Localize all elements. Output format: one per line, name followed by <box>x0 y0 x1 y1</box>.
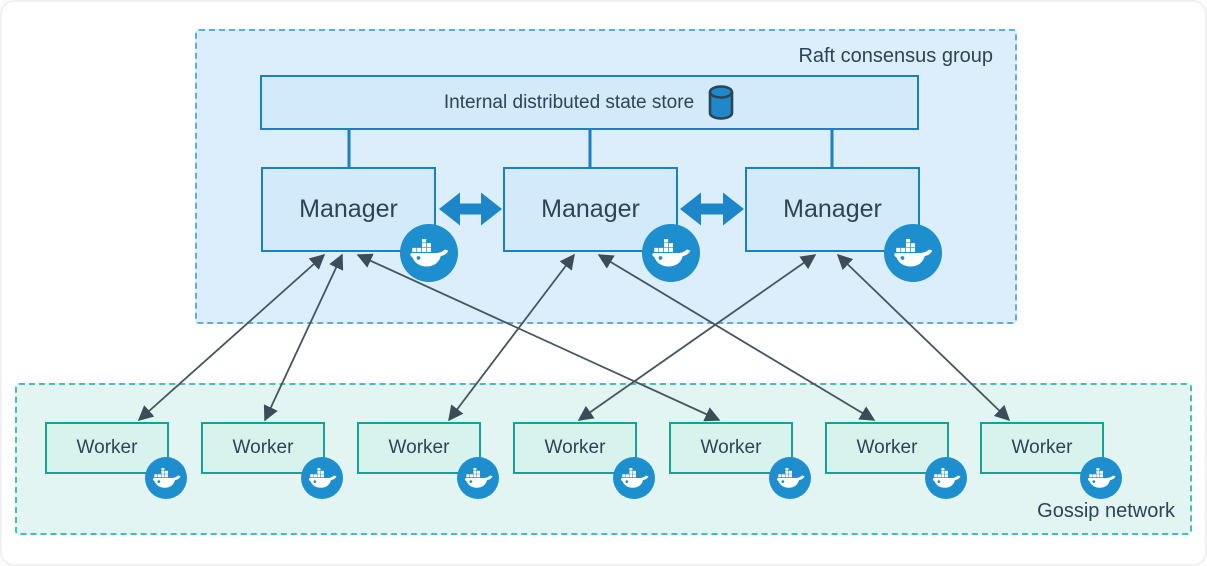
docker-whale-icon <box>1080 457 1122 499</box>
docker-whale-icon <box>769 457 811 499</box>
worker-node-5: Worker <box>669 422 811 499</box>
worker-node-2: Worker <box>201 422 343 499</box>
manager-worker-arrows <box>137 253 1011 422</box>
state-store-node: Internal distributed state store <box>260 75 919 130</box>
docker-whale-icon <box>613 457 655 499</box>
worker-label: Worker <box>388 437 450 458</box>
manager-node-1: Manager <box>261 167 458 282</box>
docker-whale-icon <box>145 457 187 499</box>
raft-group-label: Raft consensus group <box>798 45 993 67</box>
gossip-group-label: Gossip network <box>1037 500 1175 522</box>
worker-label: Worker <box>1011 437 1073 458</box>
manager-node-3: Manager <box>745 167 942 282</box>
state-store-label: Internal distributed state store <box>443 91 695 113</box>
docker-whale-icon <box>925 457 967 499</box>
worker-label: Worker <box>544 437 606 458</box>
worker-label: Worker <box>232 437 294 458</box>
worker-label: Worker <box>700 437 762 458</box>
worker-node-1: Worker <box>45 422 187 499</box>
docker-whale-icon <box>642 224 700 282</box>
worker-node-7: Worker <box>980 422 1122 499</box>
worker-label: Worker <box>76 437 138 458</box>
worker-node-6: Worker <box>825 422 967 499</box>
manager-label: Manager <box>783 195 882 223</box>
worker-label: Worker <box>856 437 918 458</box>
manager-node-2: Manager <box>503 167 700 282</box>
docker-whale-icon <box>400 224 458 282</box>
store-manager-connectors <box>347 130 834 167</box>
docker-whale-icon <box>301 457 343 499</box>
docker-whale-icon <box>457 457 499 499</box>
database-icon <box>708 85 734 120</box>
manager-label: Manager <box>299 195 398 223</box>
worker-node-3: Worker <box>357 422 499 499</box>
docker-whale-icon <box>884 224 942 282</box>
worker-node-4: Worker <box>513 422 655 499</box>
manager-peer-arrows <box>439 192 744 226</box>
manager-label: Manager <box>541 195 640 223</box>
